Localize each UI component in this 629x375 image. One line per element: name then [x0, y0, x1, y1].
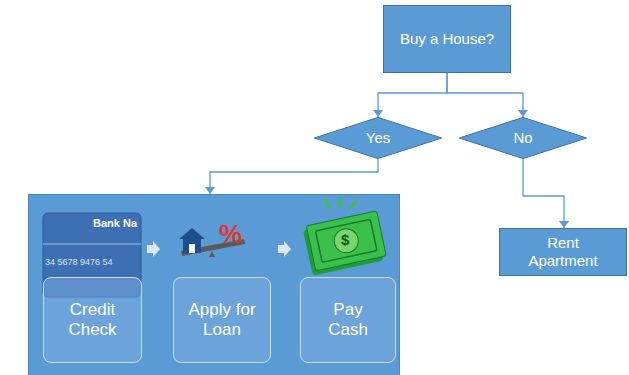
dollar-sign: $ — [341, 231, 349, 248]
node-label: Apply for Loan — [188, 300, 256, 341]
node-label: Buy a House? — [400, 30, 494, 48]
step-box: Credit Check — [43, 277, 142, 363]
node-label: Credit Check — [58, 300, 127, 341]
step-box: Apply for Loan — [173, 277, 271, 363]
bank-name: Bank Na — [93, 217, 137, 229]
decision-diamond: Yes — [313, 117, 443, 159]
node-label: Yes — [366, 129, 390, 147]
flow-connector — [205, 159, 378, 194]
flow-connector — [447, 73, 528, 117]
node-label: Pay Cash — [315, 300, 381, 341]
flow-connector — [523, 159, 569, 228]
decision-question-box: Buy a House? — [383, 5, 511, 73]
node-label: No — [513, 129, 532, 147]
decision-diamond: No — [458, 117, 588, 159]
flow-connector — [373, 73, 447, 117]
percent-sign: % — [219, 219, 242, 250]
steps-panel: Credit Check Apply for Loan Pay Cash Bank N… — [28, 194, 400, 375]
card-number: 34 5678 9476 54 — [45, 257, 113, 267]
step-box: Pay Cash — [300, 277, 396, 363]
node-label: Rent Apartment — [519, 234, 607, 270]
outcome-box: Rent Apartment — [499, 228, 627, 276]
